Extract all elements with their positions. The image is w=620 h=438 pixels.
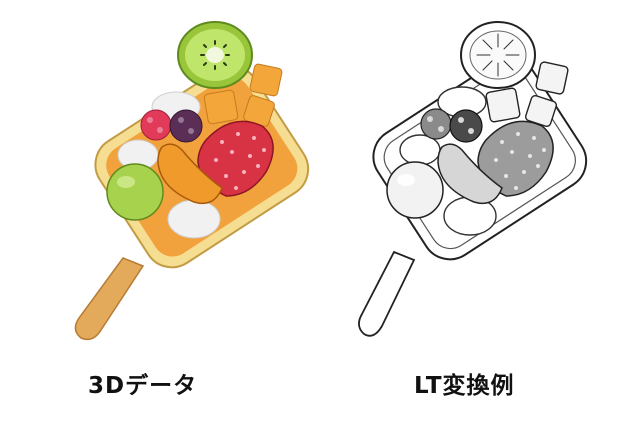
popsicle-3d-illustration: [74, 21, 310, 341]
caption-3d-data: 3Dデータ: [88, 373, 198, 399]
caption-lt-conversion: LT変換例: [414, 373, 515, 399]
panel-lt-conversion: LT変換例: [310, 0, 620, 438]
popsicle-line-art-illustration: [358, 21, 588, 337]
panel-3d-data: 3Dデータ: [74, 21, 310, 399]
